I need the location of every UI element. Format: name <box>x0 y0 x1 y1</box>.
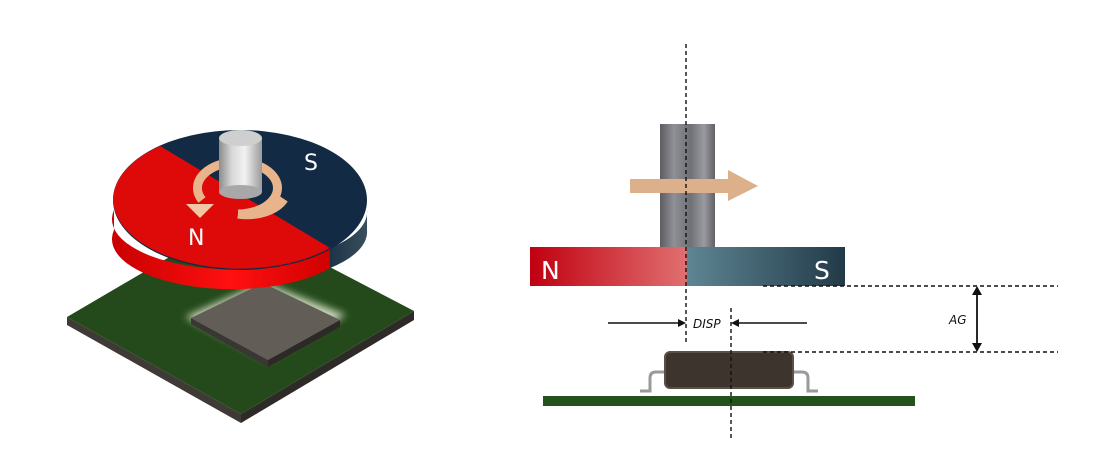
ag-label: AG <box>948 313 967 327</box>
disp-label: DISP <box>693 317 721 331</box>
pcb-side <box>543 396 915 406</box>
bar-magnet: N S <box>530 247 845 286</box>
bar-north-label: N <box>541 256 560 285</box>
sensor-chip-side <box>664 351 794 389</box>
bar-magnet-north <box>530 247 687 286</box>
air-gap-dimension: AG <box>948 286 982 352</box>
bar-south-label: S <box>814 256 830 285</box>
side-view-illustration: N S DISP AG <box>530 44 1058 440</box>
disc-magnet-3d: N S <box>111 130 368 290</box>
bar-magnet-south <box>687 247 845 286</box>
south-pole-label: S <box>304 151 318 176</box>
north-pole-label: N <box>188 226 204 251</box>
sensor-chip-3d <box>185 282 346 367</box>
chip-leads <box>640 370 818 393</box>
shaft-3d <box>219 130 262 199</box>
displacement-dimension: DISP <box>608 317 807 331</box>
reference-lines <box>685 44 1058 440</box>
motion-arrow-icon <box>630 170 758 201</box>
rotary-3d-illustration: N S <box>67 130 414 423</box>
